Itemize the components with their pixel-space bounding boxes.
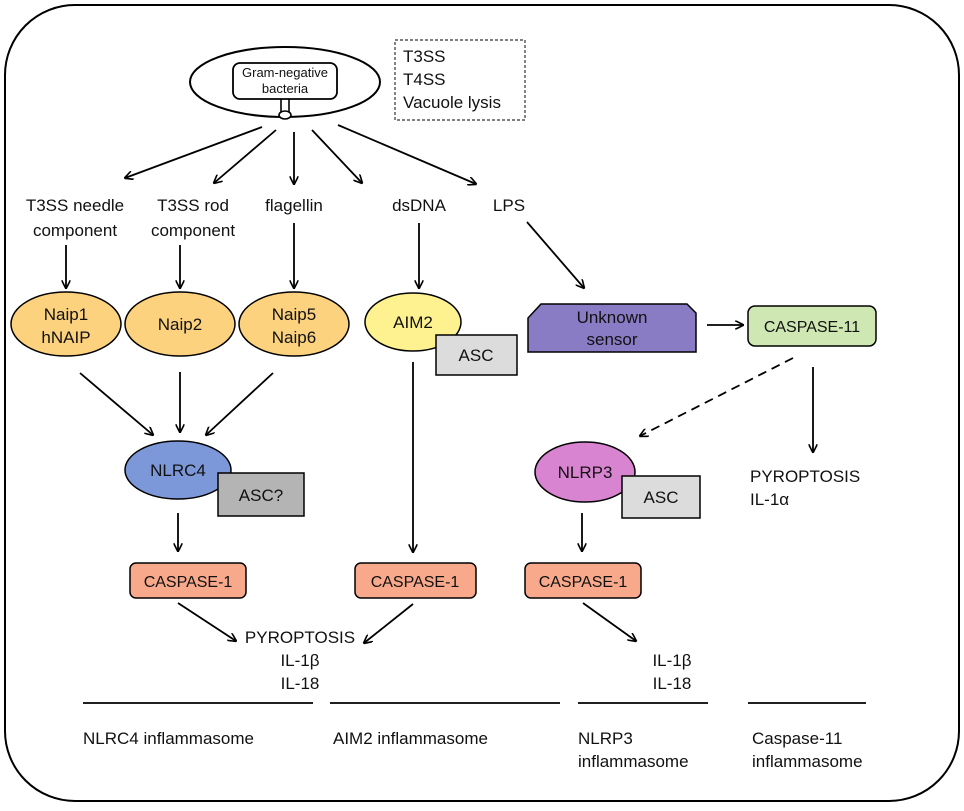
group-nlrp3-line2: inflammasome xyxy=(578,752,689,771)
shared-output-line2: IL-1β xyxy=(280,651,319,670)
ligand-flagellin: flagellin xyxy=(265,196,323,215)
caspase11-box: CASPASE-11 xyxy=(747,305,877,347)
caspase1-nlrp3-label: CASPASE-1 xyxy=(539,574,628,591)
group-caspase11-line1: Caspase-11 xyxy=(752,729,842,748)
shared-output-line3: IL-18 xyxy=(281,674,320,693)
naip1-label-line2: hNAIP xyxy=(41,328,90,347)
shared-output-line1: PYROPTOSIS xyxy=(245,628,355,647)
ligand-t3ss-rod-line1: T3SS rod xyxy=(157,196,229,215)
nlrp3-label: NLRP3 xyxy=(558,463,613,482)
caspase11-to-nlrp3-dashed-arrow xyxy=(640,357,794,436)
asc-aim2: ASC xyxy=(435,334,518,376)
ligand-t3ss-needle-line2: component xyxy=(33,221,117,240)
group-nlrc4-label: NLRC4 inflammasome xyxy=(83,729,254,748)
asc-nlrp3-label: ASC xyxy=(644,488,679,507)
caspase11-output-line1: PYROPTOSIS xyxy=(750,467,860,486)
nlrc4-label: NLRC4 xyxy=(150,461,206,480)
nlrp3-output-line1: IL-1β xyxy=(652,651,691,670)
naip5-sensor: Naip5 Naip6 xyxy=(238,291,350,357)
caspase1-nlrc4-label: CASPASE-1 xyxy=(144,574,233,591)
group-nlrp3-line1: NLRP3 xyxy=(578,729,633,748)
naip2-sensor: Naip2 xyxy=(124,291,236,357)
unknown-sensor-line2: sensor xyxy=(586,330,637,349)
secretion-t4ss: T4SS xyxy=(403,70,446,89)
asc-nlrc4: ASC? xyxy=(217,472,305,517)
secretion-t3ss: T3SS xyxy=(403,47,446,66)
outer-frame xyxy=(4,4,960,802)
ligand-t3ss-needle-line1: T3SS needle xyxy=(26,196,124,215)
output-arrows xyxy=(177,602,636,643)
naip1-label-line1: Naip1 xyxy=(44,305,88,324)
bacteria-label-line2: bacteria xyxy=(262,81,309,96)
ligand-labels: T3SS needle component T3SS rod component… xyxy=(26,196,525,240)
nlrp3-output-line2: IL-18 xyxy=(653,674,692,693)
caspase1-nlrc4-box: CASPASE-1 xyxy=(129,562,247,599)
caspase1-aim2-label: CASPASE-1 xyxy=(371,574,460,591)
ligand-dsdna: dsDNA xyxy=(392,196,447,215)
ligand-t3ss-rod-line2: component xyxy=(151,221,235,240)
asc-nlrp3: ASC xyxy=(621,475,701,519)
naip2-label: Naip2 xyxy=(158,315,202,334)
bacteria-arrows xyxy=(125,124,476,184)
gram-negative-bacteria: Gram-negative bacteria xyxy=(189,46,381,120)
ligand-sensor-arrows xyxy=(66,221,584,288)
unknown-sensor-line1: Unknown xyxy=(577,308,648,327)
unknown-sensor: Unknown sensor xyxy=(527,303,697,353)
naip-nlrc4-arrows xyxy=(79,372,274,435)
caspase1-nlrp3-box: CASPASE-1 xyxy=(524,562,642,599)
ligand-lps: LPS xyxy=(493,196,525,215)
asc-nlrc4-label: ASC? xyxy=(239,486,283,505)
caspase1-aim2-box: CASPASE-1 xyxy=(354,562,477,599)
bacteria-label-line1: Gram-negative xyxy=(242,65,328,80)
group-caspase11-line2: inflammasome xyxy=(752,752,863,771)
caspase11-output-line2: IL-1α xyxy=(750,490,789,509)
caspase11-label: CASPASE-11 xyxy=(764,319,860,336)
aim2-label: AIM2 xyxy=(393,313,433,332)
nlrc4-sensor: NLRC4 xyxy=(124,440,232,500)
naip5-label-line2: Naip6 xyxy=(272,328,316,347)
secretion-vacuole-lysis: Vacuole lysis xyxy=(403,93,501,112)
secretion-systems-box: T3SS T4SS Vacuole lysis xyxy=(394,39,526,121)
group-aim2-label: AIM2 inflammasome xyxy=(333,729,488,748)
naip5-label-line1: Naip5 xyxy=(272,305,316,324)
naip1-sensor: Naip1 hNAIP xyxy=(10,291,122,357)
nlrp3-sensor: NLRP3 xyxy=(534,441,636,503)
asc-aim2-label: ASC xyxy=(459,346,494,365)
